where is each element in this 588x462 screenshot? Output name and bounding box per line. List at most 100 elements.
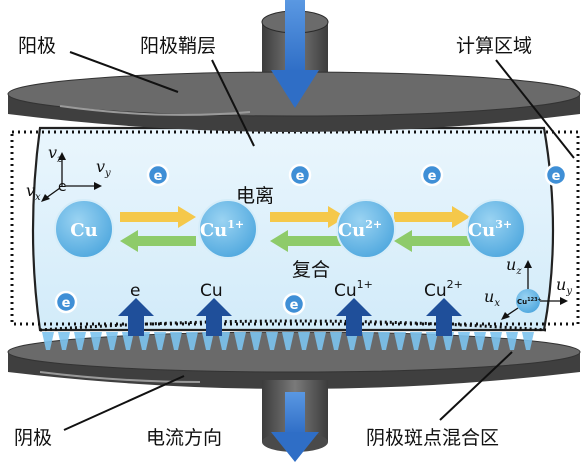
ionization-arrow-3 bbox=[394, 206, 470, 228]
emission-arrow-cu1 bbox=[336, 298, 372, 336]
axes-origin-electron: e bbox=[58, 179, 67, 195]
spot-jet bbox=[122, 332, 134, 350]
spot-jet bbox=[170, 332, 182, 350]
ionization-arrow-2 bbox=[270, 206, 346, 228]
spot-jet bbox=[58, 332, 70, 350]
anode-sheath-leader bbox=[211, 59, 255, 147]
spot-jet bbox=[458, 332, 470, 350]
cathode-spot-zone-outline bbox=[39, 319, 547, 332]
ion-cu-label: Cu bbox=[70, 220, 97, 241]
current-direction-arrow-bottom bbox=[271, 392, 319, 462]
electron-symbol: e bbox=[154, 169, 163, 184]
axes-origin-ion: Cu123+ bbox=[517, 297, 542, 306]
spot-jet bbox=[442, 332, 454, 350]
vz-label: vz bbox=[48, 143, 63, 165]
free-electrons: e e e e e e bbox=[54, 163, 568, 316]
cathode-spot-jets bbox=[42, 332, 534, 350]
ionization-arrow-1 bbox=[120, 206, 196, 228]
anode-label: 阳极 bbox=[18, 35, 56, 57]
ion-cu3: Cu3+ bbox=[466, 199, 526, 259]
ux-label: ux bbox=[484, 287, 500, 309]
spot-jet bbox=[314, 332, 326, 350]
ionization-arrows bbox=[120, 206, 470, 228]
ion-cu1: Cu1+ bbox=[198, 199, 258, 259]
cathode-edge-highlight bbox=[39, 371, 201, 383]
electron-velocity-axes: vz vy vx e bbox=[26, 143, 111, 203]
spot-jet bbox=[266, 332, 278, 350]
ion-cu2: Cu2+ bbox=[336, 199, 396, 259]
electron-circle bbox=[544, 163, 568, 187]
spot-jet bbox=[282, 332, 294, 350]
emission-arrow-cu bbox=[196, 298, 232, 336]
ion-cu1-label: Cu1+ bbox=[200, 218, 244, 241]
electron-circle bbox=[146, 163, 170, 187]
electron-symbol: e bbox=[428, 169, 437, 184]
spot-jet bbox=[362, 332, 374, 350]
anode-sheath-label: 阳极鞘层 bbox=[140, 35, 216, 57]
recombination-arrow-1 bbox=[120, 230, 196, 252]
current-direction-arrow-top bbox=[271, 0, 319, 108]
electron-circle bbox=[54, 290, 78, 314]
electron-circle bbox=[282, 292, 306, 316]
spot-jet bbox=[474, 332, 486, 350]
recombination-arrow-2 bbox=[270, 230, 346, 252]
electron-symbol: e bbox=[296, 169, 305, 184]
spot-jet bbox=[410, 332, 422, 350]
uy-label: uy bbox=[556, 275, 572, 297]
spot-jet bbox=[154, 332, 166, 350]
spot-jet bbox=[138, 332, 150, 350]
spot-jet bbox=[298, 332, 310, 350]
ion-cu3-label: Cu3+ bbox=[468, 218, 512, 241]
spot-jet bbox=[330, 332, 342, 350]
current-direction-label: 电流方向 bbox=[146, 427, 222, 449]
computational-domain-box bbox=[10, 130, 580, 326]
emitted-electron-label: e bbox=[130, 281, 140, 301]
emission-arrows bbox=[118, 298, 462, 336]
computational-domain-label: 计算区域 bbox=[456, 35, 532, 57]
spot-jet bbox=[394, 332, 406, 350]
emitted-cu-label: Cu bbox=[200, 281, 223, 301]
spot-jet bbox=[42, 332, 54, 350]
ion-cu: Cu bbox=[54, 199, 114, 259]
electron-symbol: e bbox=[290, 298, 299, 313]
cathode-leader bbox=[63, 375, 185, 431]
spot-jet bbox=[74, 332, 86, 350]
uz-label: uz bbox=[506, 255, 522, 277]
mixing-zone-leader bbox=[439, 351, 513, 421]
spot-jet bbox=[346, 332, 358, 350]
electron-circle bbox=[420, 163, 444, 187]
recombination-arrows bbox=[120, 230, 470, 252]
spot-jet bbox=[90, 332, 102, 350]
spot-jet bbox=[106, 332, 118, 350]
emission-arrow-cu2 bbox=[426, 298, 462, 336]
recombination-label: 复合 bbox=[292, 259, 330, 281]
spot-jet bbox=[250, 332, 262, 350]
spot-jet bbox=[234, 332, 246, 350]
ion-velocity-axes: Cu123+ uz uy ux bbox=[484, 255, 572, 320]
spot-jet bbox=[218, 332, 230, 350]
ion-cu2-label: Cu2+ bbox=[338, 218, 382, 241]
spot-jet bbox=[378, 332, 390, 350]
spot-jet bbox=[522, 332, 534, 350]
electron-circle bbox=[288, 163, 312, 187]
spot-jet bbox=[506, 332, 518, 350]
spot-jet bbox=[426, 332, 438, 350]
recombination-arrow-3 bbox=[394, 230, 470, 252]
cathode-label: 阴极 bbox=[14, 427, 52, 449]
spot-jet bbox=[490, 332, 502, 350]
vy-label: vy bbox=[96, 157, 111, 179]
ionization-label: 电离 bbox=[236, 185, 274, 207]
computational-domain-leader bbox=[495, 59, 575, 159]
emission-arrow-e bbox=[118, 298, 154, 336]
emitted-cu2-label: Cu2+ bbox=[424, 278, 463, 301]
vx-label: vx bbox=[26, 181, 41, 203]
spot-jet bbox=[202, 332, 214, 350]
cathode-spot-mixing-zone-label: 阴极斑点混合区 bbox=[366, 427, 499, 449]
anode-leader bbox=[69, 51, 179, 93]
electron-symbol: e bbox=[552, 169, 561, 184]
electron-symbol: e bbox=[62, 296, 71, 311]
anode-edge-highlight bbox=[59, 105, 251, 116]
spot-jet bbox=[186, 332, 198, 350]
emitted-cu1-label: Cu1+ bbox=[334, 278, 373, 301]
